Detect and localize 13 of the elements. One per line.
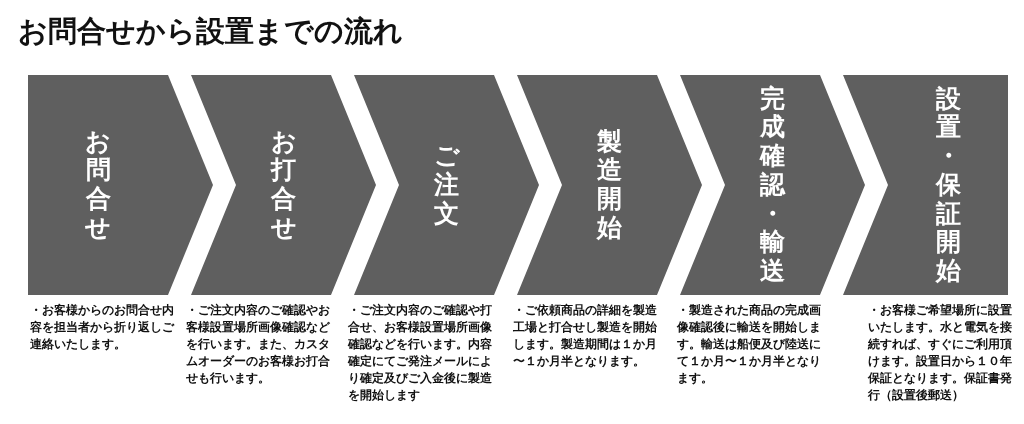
step-label: お問合せ [85,127,112,243]
step-label: 製造開始 [596,127,623,243]
step-description: ・ご依頼商品の詳細を製造工場と打合せし製造を開始します。製造期間は１か月〜１か月半となります。 [513,302,658,370]
step-description: ・ご注文内容のご確認やお客様設置場所画像確認などを行います。また、カスタムオーダーのお客様お打合せも行います。 [186,302,331,387]
title: お問合せから設置までの流れ [18,13,403,50]
step-label: ご注文 [433,142,460,229]
step-label: 設置・保証開始 [935,84,962,286]
step-label: 完成確認・輸送 [759,84,786,286]
step-label: お打合せ [270,127,297,243]
step-description: ・お客様ご希望場所に設置いたします。水と電気を接続すれば、すぐにご利用頂けます。設置日から１０年保証となります。保証書発行（設置後郵送） [868,302,1013,404]
step-description: ・お客様からのお問合せ内容を担当者から折り返しご連絡いたします。 [30,302,176,353]
step-description: ・製造された商品の完成画像確認後に輸送を開始します。輸送は船便及び陸送にて１か月〜１か月半となります。 [677,302,822,387]
step-description: ・ご注文内容のご確認や打合せ、お客様設置場所画像確認などを行います。内容確定にてご発注メールにより確定及びご入金後に製造を開始します [348,302,493,404]
